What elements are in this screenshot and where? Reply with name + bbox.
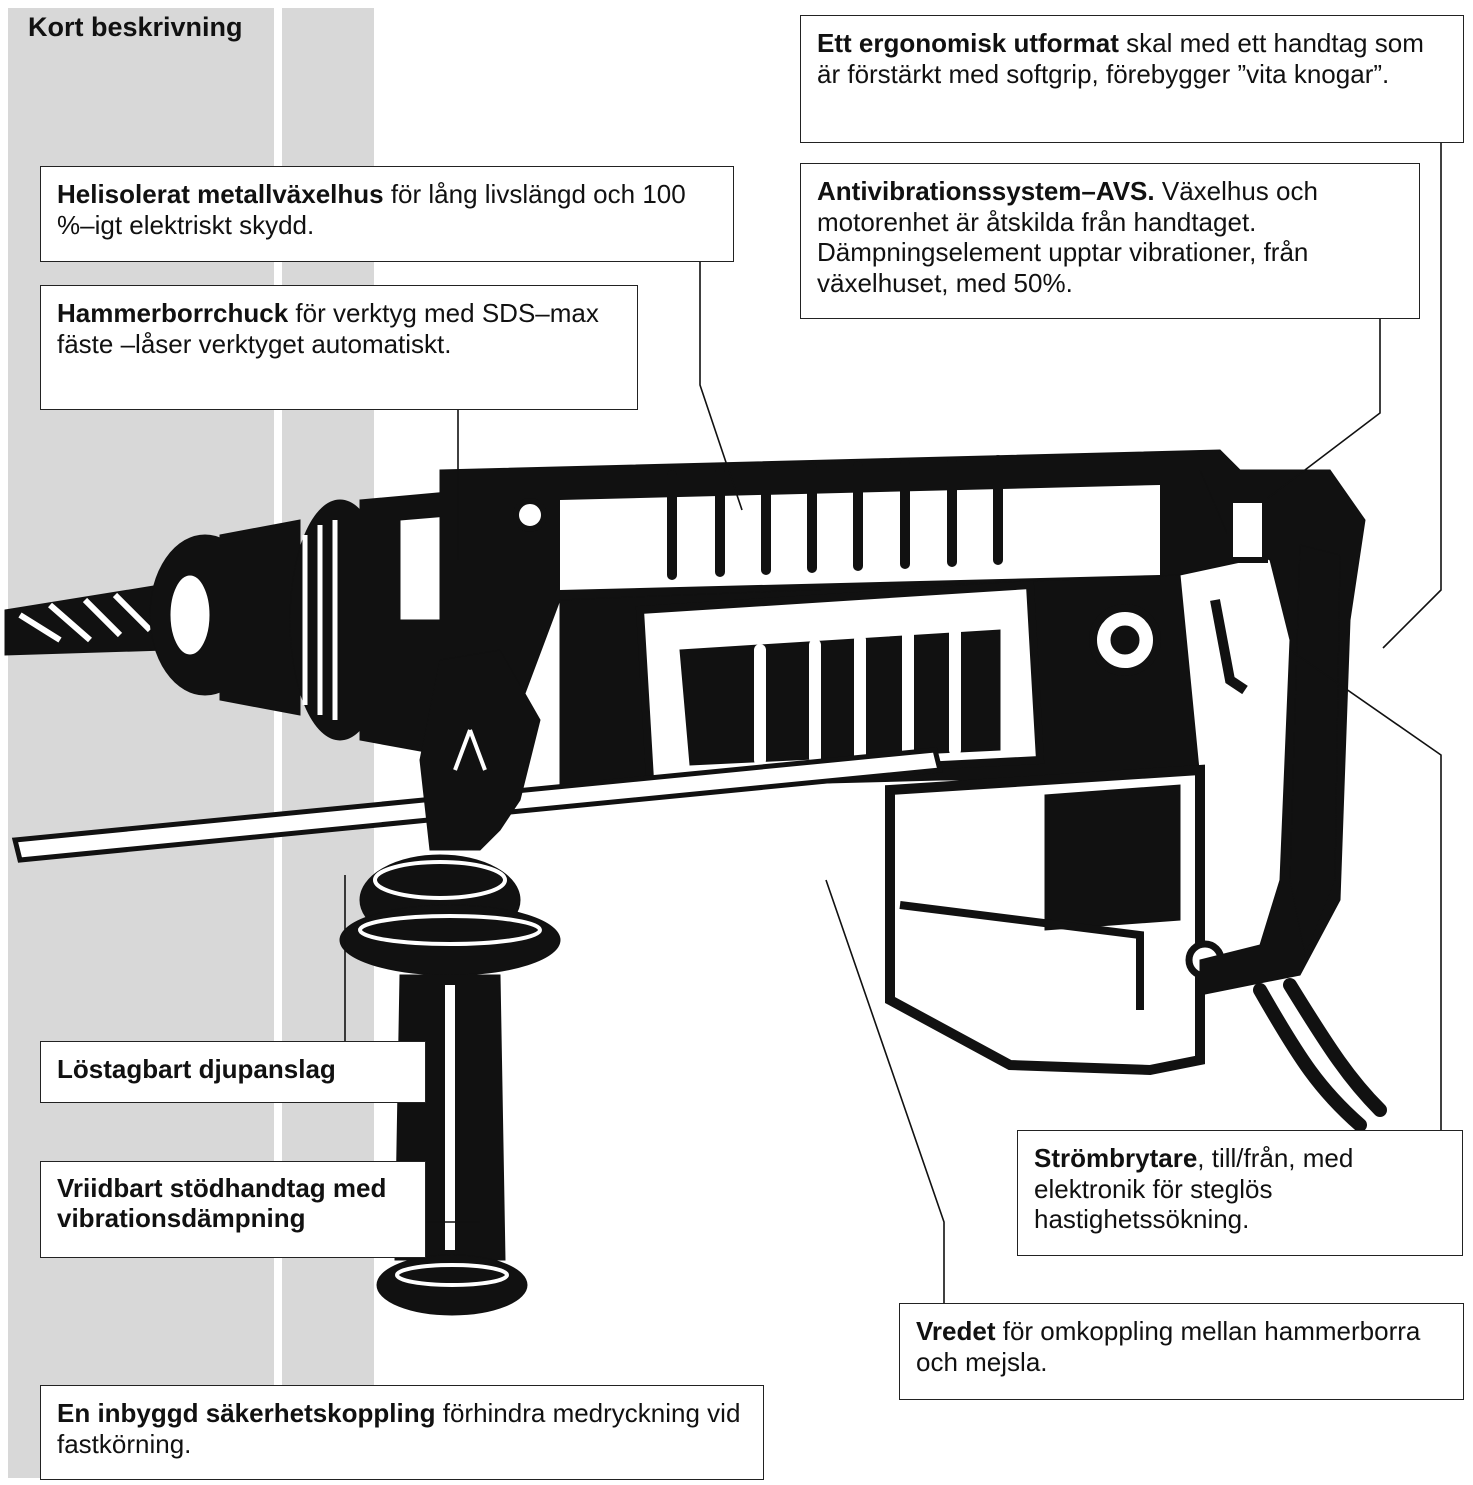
callout-gearbox: Helisolerat metallväxelhus för lång livs… — [40, 166, 734, 262]
rear-handle — [1199, 469, 1366, 996]
callout-chuck: Hammerborrchuck för verktyg med SDS–max … — [40, 285, 638, 410]
leader-lines — [344, 142, 1442, 1303]
motor-housing — [885, 764, 1225, 1076]
callout-clutch: En inbyggd säkerhetskoppling förhindra m… — [40, 1385, 764, 1480]
callout-knob-text: för omkoppling mellan hammerborra och me… — [916, 1316, 1421, 1377]
power-cord — [1253, 978, 1387, 1132]
callout-knob: Vredet för omkoppling mellan hammerborra… — [899, 1303, 1464, 1400]
callout-chuck-title: Hammerborrchuck — [57, 298, 289, 328]
drill-bit — [4, 584, 166, 656]
callout-side-handle-title: Vriidbart stödhandtag med vibrationsdämp… — [57, 1173, 387, 1233]
callout-knob-title: Vredet — [916, 1316, 996, 1346]
callout-avs-text: Växelhus och motorenhet är åtskilda från… — [817, 176, 1318, 299]
callout-avs: Antivibrationssystem–AVS. Växelhus och m… — [800, 163, 1420, 319]
callout-depth-stop-title: Löstagbart djupanslag — [57, 1054, 336, 1084]
callout-side-handle: Vriidbart stödhandtag med vibrationsdämp… — [40, 1161, 426, 1258]
callout-chuck-text: för verktyg med SDS–max fäste –låser ver… — [57, 298, 599, 359]
callout-switch-title: Strömbrytare — [1034, 1143, 1198, 1173]
chuck — [149, 489, 471, 761]
gear-housing — [439, 449, 1251, 791]
callout-ergonomic-title: Ett ergonomisk utformat — [817, 28, 1119, 58]
page-heading: Kort beskrivning — [28, 12, 243, 42]
callout-switch-text: , till/från, med elektronik för steglös … — [1034, 1143, 1354, 1235]
callout-ergonomic: Ett ergonomisk utformat skal med ett han… — [800, 15, 1464, 143]
callout-gearbox-title: Helisolerat metallväxelhus — [57, 179, 384, 209]
callout-ergonomic-text: skal med ett handtag som är förstärkt me… — [817, 28, 1424, 89]
callout-clutch-title: En inbyggd säkerhetskoppling — [57, 1398, 436, 1428]
callout-depth-stop: Löstagbart djupanslag — [40, 1041, 426, 1103]
callout-clutch-text: förhindra medryckning vid fastkörning. — [57, 1398, 741, 1459]
callout-avs-title: Antivibrationssystem–AVS. — [817, 176, 1155, 206]
side-handle — [339, 649, 561, 1316]
callout-switch: Strömbrytare, till/från, med elektronik … — [1017, 1130, 1463, 1256]
callout-gearbox-text: för lång livslängd och 100 %–igt elektri… — [57, 179, 686, 240]
